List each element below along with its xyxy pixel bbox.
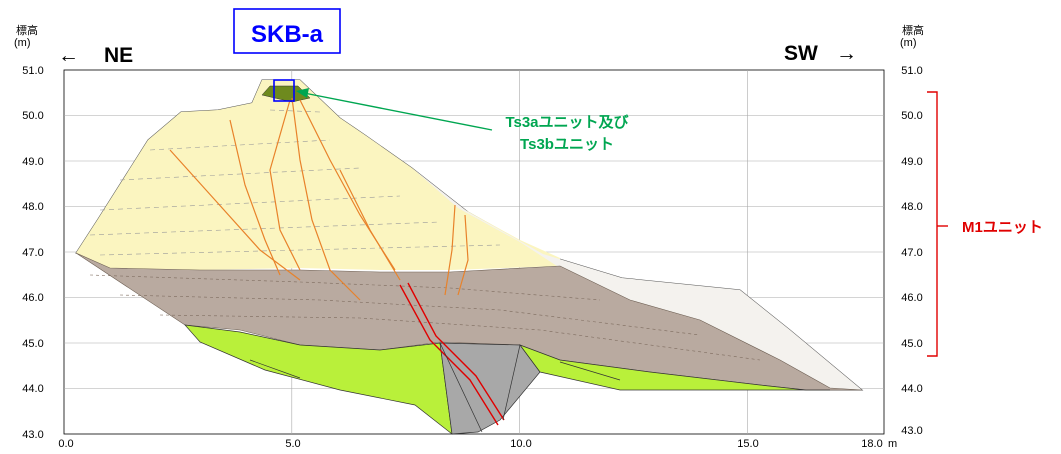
y-axis-left: 標高 (m) 51.0 50.0 49.0 48.0 47.0 46.0 45.… — [14, 23, 44, 441]
upper-deposit — [76, 80, 560, 272]
y-label-left: 標高 — [16, 23, 38, 37]
cross-section — [75, 79, 864, 435]
y-tick-left: 47.0 — [22, 247, 43, 259]
sample-location-box — [273, 79, 295, 102]
x-tick: 18.0 — [861, 438, 882, 449]
m1-callout: M1ユニット — [962, 219, 1043, 236]
y-tick-right: 43.0 — [901, 425, 922, 437]
y-tick-left: 48.0 — [22, 201, 43, 213]
ts3-callout-line2: Ts3bユニット — [520, 136, 614, 153]
x-axis: 0.0 5.0 10.0 15.0 18.0 m — [58, 438, 897, 450]
ts3-callout-line1: Ts3aユニット及び — [505, 114, 628, 131]
y-unit-left: (m) — [14, 37, 31, 49]
fractures — [169, 97, 469, 301]
m1-bracket — [927, 91, 948, 357]
direction-labels: ← NE SW → — [58, 42, 857, 67]
y-unit-right: (m) — [900, 37, 917, 49]
sample-label-text: SKB-a — [251, 21, 324, 48]
bedding-lines — [89, 109, 501, 256]
sw-label: SW — [784, 42, 818, 65]
x-tick: 5.0 — [285, 438, 300, 449]
y-label-right: 標高 — [902, 23, 924, 37]
ts3-callout-arrow — [296, 88, 493, 131]
x-tick: 15.0 — [737, 438, 758, 449]
y-tick-left: 45.0 — [22, 338, 43, 350]
x-tick: 0.0 — [58, 438, 73, 449]
y-tick-right: 51.0 — [901, 65, 922, 77]
fault-lines — [399, 282, 505, 426]
y-tick-left: 44.0 — [22, 383, 43, 395]
sw-arrow: → — [836, 42, 857, 65]
shear-lines — [249, 342, 621, 433]
x-tick: 10.0 — [510, 438, 531, 449]
scree-slope — [412, 168, 862, 390]
y-tick-left: 51.0 — [22, 65, 43, 77]
y-tick-right: 47.0 — [901, 247, 922, 259]
y-tick-right: 44.0 — [901, 383, 922, 395]
y-tick-left: 46.0 — [22, 292, 43, 304]
y-tick-right: 49.0 — [901, 156, 922, 168]
y-tick-right: 50.0 — [901, 110, 922, 122]
ne-arrow: ← — [58, 44, 79, 67]
sample-label: SKB-a — [233, 8, 341, 54]
y-tick-left: 49.0 — [22, 156, 43, 168]
x-unit: m — [888, 438, 897, 449]
y-tick-right: 45.0 — [901, 338, 922, 350]
y-tick-left: 50.0 — [22, 110, 43, 122]
ne-label: NE — [104, 44, 133, 67]
y-axis-right: 標高 (m) 51.0 50.0 49.0 48.0 47.0 46.0 45.… — [900, 23, 924, 437]
y-tick-right: 48.0 — [901, 201, 922, 213]
y-tick-right: 46.0 — [901, 292, 922, 304]
green-unit-right — [519, 344, 830, 391]
y-tick-left: 43.0 — [22, 429, 43, 441]
gravel-layers — [89, 274, 761, 361]
